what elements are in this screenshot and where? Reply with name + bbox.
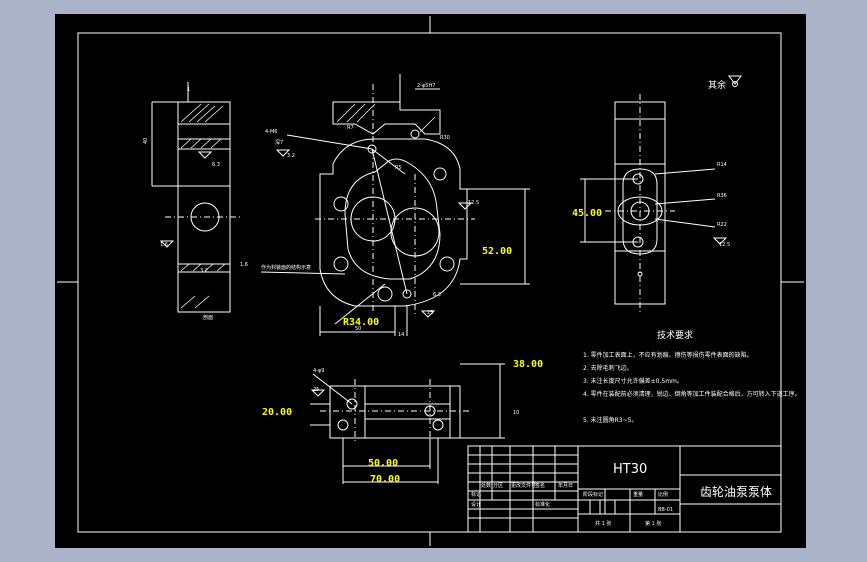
svg-text:10: 10 — [513, 410, 519, 416]
svg-text:第 1 张: 第 1 张 — [645, 520, 661, 527]
svg-text:设计: 设计 — [471, 501, 481, 508]
drawing-canvas: 1 6.3 1.6 3.2 1.6 剖面 40 — [57, 16, 804, 546]
svg-text:3.2: 3.2 — [287, 153, 295, 159]
tech-req-item: 3. 未注长度尺寸允许偏差±0.5mm。 — [583, 377, 683, 385]
svg-text:1.6: 1.6 — [240, 262, 248, 268]
svg-text:阶段标记: 阶段标记 — [583, 491, 603, 498]
tech-req-item: 1. 零件加工表面上，不应有划痕、擦伤等损伤零件表面的缺陷。 — [583, 351, 753, 359]
svg-text:BB-01: BB-01 — [658, 507, 673, 513]
top-view: 20.00 38.00 10 50.00 70.00 4-φ9 25 — [262, 359, 543, 485]
dim-52: 52.00 — [482, 246, 512, 257]
svg-text:R36: R36 — [717, 193, 727, 199]
dim-70: 70.00 — [370, 474, 400, 485]
material-label: HT30 — [613, 462, 647, 477]
svg-text:R30: R30 — [440, 135, 450, 141]
svg-text:标记: 标记 — [471, 491, 481, 498]
svg-text:作为封装面的结构示意: 作为封装面的结构示意 — [261, 264, 311, 271]
svg-text:分区: 分区 — [493, 482, 503, 489]
svg-text:重量: 重量 — [633, 491, 643, 498]
svg-text:3.2: 3.2 — [200, 268, 208, 274]
svg-text:6.3: 6.3 — [212, 162, 220, 168]
dim-20: 20.00 — [262, 407, 292, 418]
tech-requirements: 技术要求 1. 零件加工表面上，不应有划痕、擦伤等损伤零件表面的缺陷。 2. 去… — [583, 329, 801, 424]
svg-text:年月日: 年月日 — [558, 482, 573, 489]
svg-text:R7: R7 — [347, 125, 354, 131]
tech-req-item: 5. 未注圆角R3~5。 — [583, 416, 637, 424]
svg-text:12.5: 12.5 — [468, 200, 479, 206]
svg-text:1: 1 — [187, 87, 190, 93]
svg-text:深7: 深7 — [275, 139, 283, 146]
svg-text:R5: R5 — [395, 165, 402, 171]
dim-38: 38.00 — [513, 359, 543, 370]
svg-text:6.3: 6.3 — [433, 292, 441, 298]
part-name-label: 齿轮油泵泵体 — [700, 485, 772, 499]
svg-text:40: 40 — [143, 138, 149, 144]
svg-text:更改文件号: 更改文件号 — [511, 482, 536, 489]
svg-text:签名: 签名 — [535, 482, 545, 489]
tech-req-title: 技术要求 — [657, 329, 693, 341]
tech-req-item: 2. 去除毛刺飞边。 — [583, 364, 633, 372]
main-view: 2-φ5H7 R30 R5 4-M6 深7 3.2 R7 12.5 25 作为封… — [260, 74, 530, 338]
svg-text:50: 50 — [355, 326, 361, 332]
side-view: 45.00 R14 R36 R22 12.5 其余 — [572, 75, 742, 314]
roughness-rest-label: 其余 — [708, 79, 726, 91]
tech-req-item: 4. 零件在装配前必须清理，锐边、倒角等加工件装配合格后，方可转入下道工序。 — [583, 390, 801, 398]
svg-text:R14: R14 — [717, 162, 727, 168]
svg-text:剖面: 剖面 — [203, 314, 213, 321]
svg-text:4-M6: 4-M6 — [265, 129, 277, 135]
svg-text:R22: R22 — [717, 222, 727, 228]
svg-text:4-φ9: 4-φ9 — [313, 368, 324, 374]
cad-viewport[interactable]: 1 6.3 1.6 3.2 1.6 剖面 40 — [55, 14, 806, 548]
svg-text:1.6: 1.6 — [160, 242, 168, 248]
dim-r34: R34.00 — [343, 317, 379, 328]
title-block: HT30 齿轮油泵泵体 标记 处数 分区 更改文件号 签名 年月日 设计 标准化… — [467, 445, 782, 533]
svg-text:标准化: 标准化 — [535, 501, 550, 508]
svg-text:2-φ5H7: 2-φ5H7 — [417, 83, 435, 89]
dim-50: 50.00 — [368, 458, 398, 469]
svg-text:25: 25 — [427, 310, 433, 316]
svg-text:12.5: 12.5 — [719, 242, 730, 248]
svg-text:处数: 处数 — [481, 482, 491, 489]
svg-text:14: 14 — [398, 332, 404, 338]
svg-text:比例: 比例 — [658, 491, 668, 498]
svg-text:共 1 张: 共 1 张 — [595, 520, 611, 527]
dim-45: 45.00 — [572, 208, 602, 219]
front-section-view: 1 6.3 1.6 3.2 1.6 剖面 40 — [143, 82, 248, 321]
